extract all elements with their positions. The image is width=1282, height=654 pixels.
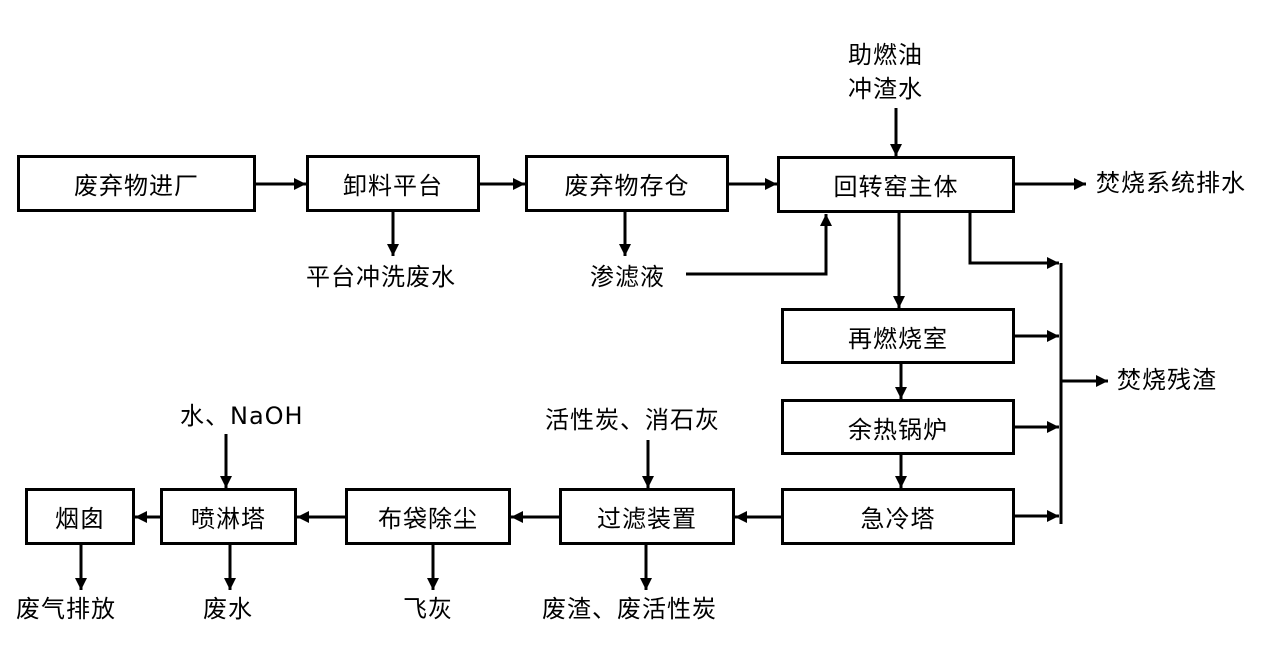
box-spray-tower: 喷淋塔 (160, 488, 297, 545)
box-secondary-combustion: 再燃烧室 (781, 308, 1015, 364)
label-exhaust-emission: 废气排放 (16, 595, 116, 623)
box-rotary-kiln: 回转窑主体 (777, 156, 1015, 213)
label-filter-input: 活性炭、消石灰 (545, 406, 720, 434)
box-quench-tower: 急冷塔 (781, 488, 1015, 545)
label-spray-input: 水、NaOH (180, 402, 304, 430)
box-waste-storage: 废弃物存仓 (525, 155, 729, 212)
label-kiln-inputs: 助燃油 冲渣水 (848, 38, 923, 106)
label-kiln-input-line2: 冲渣水 (848, 75, 923, 103)
arrow-kiln-to-collector (968, 212, 1059, 269)
label-fly-ash: 飞灰 (403, 595, 453, 623)
label-incineration-residue: 焚烧残渣 (1117, 366, 1217, 394)
box-bag-filter: 布袋除尘 (345, 488, 511, 545)
box-chimney: 烟囱 (25, 488, 135, 545)
box-waste-intake: 废弃物进厂 (17, 155, 256, 212)
arrow-leachate-to-kiln (686, 214, 832, 276)
box-unloading-platform: 卸料平台 (306, 155, 480, 212)
label-incineration-drainage: 焚烧系统排水 (1096, 169, 1246, 197)
label-wastewater: 废水 (203, 595, 253, 623)
box-waste-heat-boiler: 余热锅炉 (781, 399, 1015, 455)
label-leachate: 渗滤液 (590, 263, 665, 291)
label-kiln-input-line1: 助燃油 (848, 41, 923, 69)
label-platform-wash-water: 平台冲洗废水 (306, 263, 456, 291)
label-slag-spent-carbon: 废渣、废活性炭 (542, 595, 717, 623)
box-filter-device: 过滤装置 (559, 488, 735, 545)
